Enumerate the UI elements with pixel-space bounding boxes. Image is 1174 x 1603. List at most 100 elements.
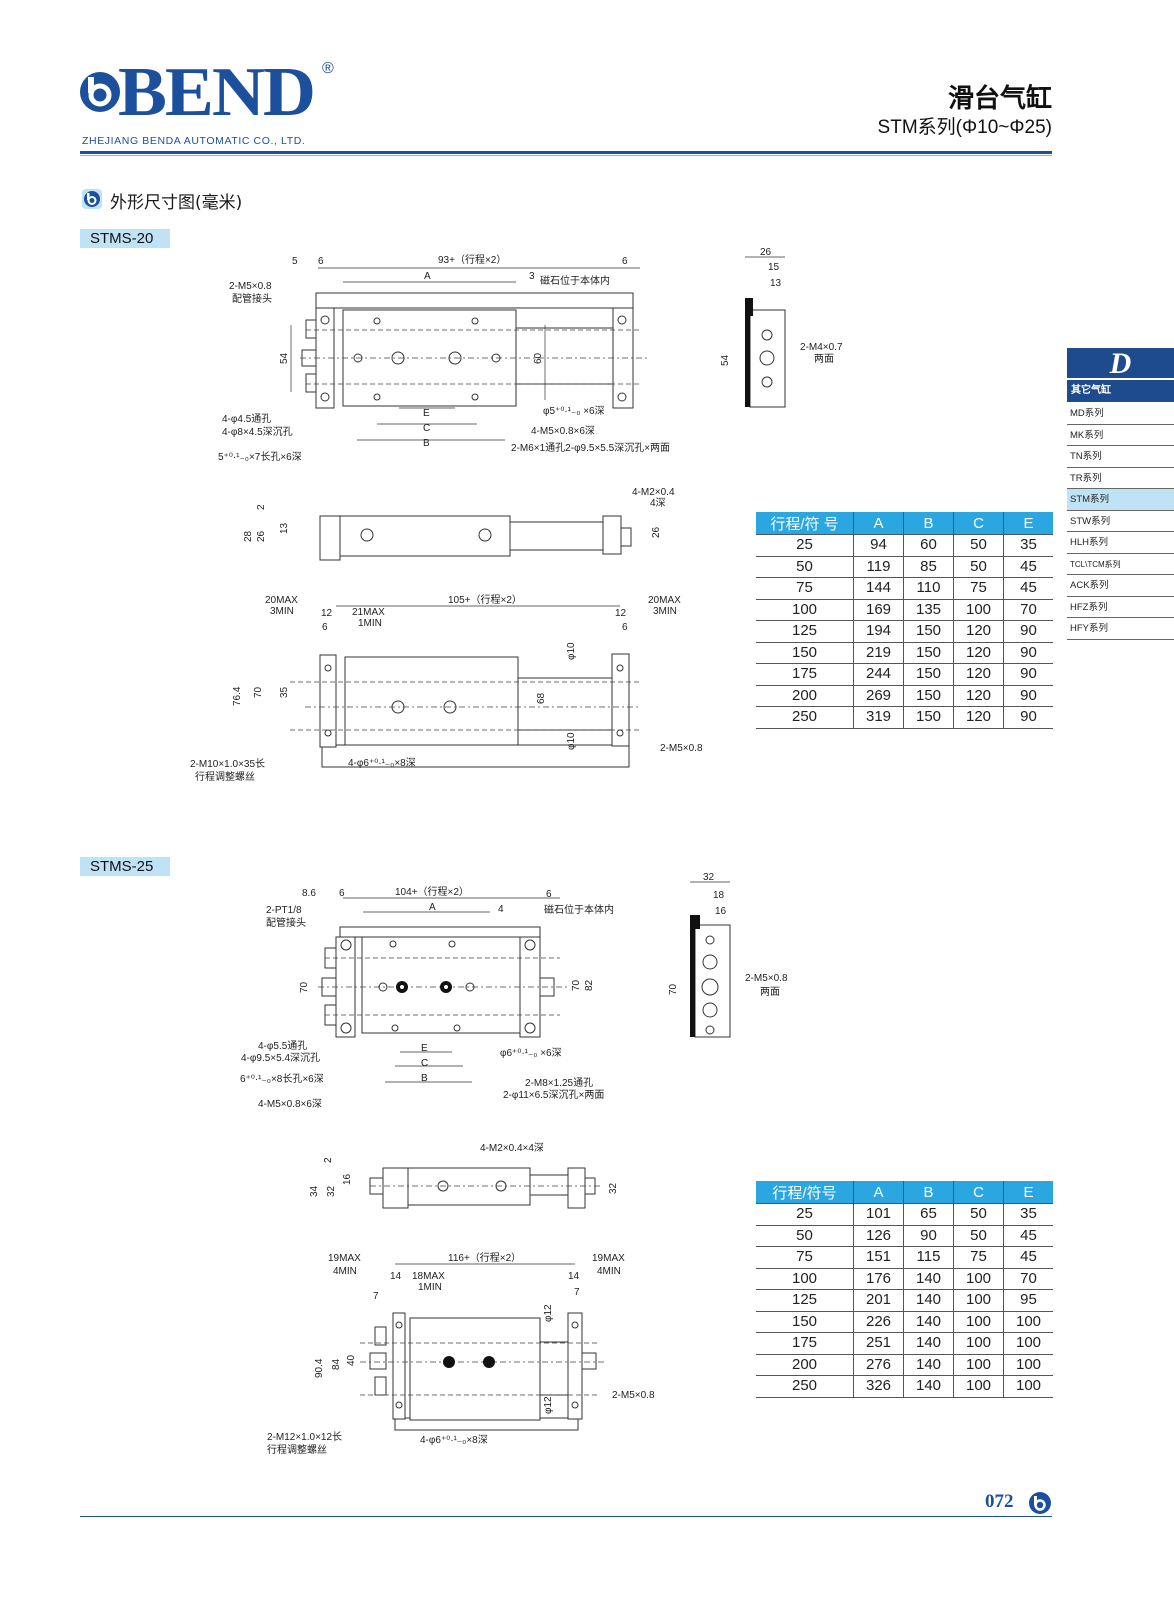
model-tag-stms-25: STMS-25 bbox=[80, 857, 170, 876]
table-cell: 150 bbox=[903, 641, 954, 664]
series-nav-item-stw[interactable]: STW系列 bbox=[1067, 511, 1174, 532]
dimension-label: 82 bbox=[584, 979, 595, 991]
table-cell: 150 bbox=[903, 706, 954, 729]
table-cell: 75 bbox=[756, 1246, 854, 1268]
stms-20-side-view: 2 28 26 13 4-M2×0.44深 26 bbox=[243, 487, 675, 561]
series-nav-item-hfz[interactable]: HFZ系列 bbox=[1067, 597, 1174, 618]
dimension-label: 2-M4×0.7 bbox=[800, 342, 843, 353]
dimension-label: 两面 bbox=[814, 354, 834, 365]
dimension-label: 2-M12×1.0×12长 bbox=[267, 1431, 342, 1443]
table-cell: 140 bbox=[903, 1289, 954, 1311]
company-name: ZHEJIANG BENDA AUTOMATIC CO., LTD. bbox=[82, 135, 306, 147]
dimension-label: 28 bbox=[243, 530, 254, 542]
table-cell: 269 bbox=[853, 684, 904, 707]
dimension-label: 8.6 bbox=[302, 888, 316, 899]
dimension-label: C bbox=[421, 1058, 428, 1069]
dimension-label: 6 bbox=[546, 889, 552, 900]
series-nav-item-tr[interactable]: TR系列 bbox=[1067, 468, 1174, 489]
page-number: 072 bbox=[985, 1491, 1014, 1512]
chapter-letter: D bbox=[1067, 348, 1174, 380]
table-cell: 50 bbox=[756, 1224, 854, 1247]
table-cell: 75 bbox=[953, 1246, 1004, 1268]
table-cell: 50 bbox=[953, 555, 1004, 578]
column-header: A bbox=[853, 512, 904, 535]
logo-mark-icon bbox=[80, 72, 120, 112]
table-cell: 100 bbox=[756, 1267, 854, 1290]
footer-divider bbox=[80, 1516, 1052, 1517]
dimension-label: 2-M5×0.8 bbox=[612, 1390, 655, 1401]
dimension-label: 93+（行程×2） bbox=[438, 253, 506, 266]
dimension-label: 6 bbox=[622, 622, 628, 633]
series-nav-item-tcl-tcm[interactable]: TCL\TCM系列 bbox=[1067, 554, 1174, 575]
dimension-label: φ12 bbox=[543, 1304, 554, 1322]
dimension-label: 3MIN bbox=[653, 606, 677, 617]
table-cell: 126 bbox=[853, 1224, 904, 1247]
table-cell: 150 bbox=[903, 684, 954, 707]
dimension-label: E bbox=[421, 1043, 428, 1054]
table-cell: 45 bbox=[1003, 577, 1053, 599]
table-cell: 70 bbox=[1003, 1267, 1053, 1290]
registered-mark: ® bbox=[322, 60, 334, 77]
table-cell: 201 bbox=[853, 1289, 904, 1311]
series-nav-item-md[interactable]: MD系列 bbox=[1067, 403, 1174, 425]
series-nav-item-tn[interactable]: TN系列 bbox=[1067, 446, 1174, 468]
table-cell: 115 bbox=[903, 1246, 954, 1268]
dimension-label: 16 bbox=[715, 906, 727, 917]
dimension-label: E bbox=[423, 408, 430, 419]
table-cell: 144 bbox=[853, 577, 904, 599]
table-cell: 150 bbox=[903, 620, 954, 642]
series-nav-item-stm[interactable]: STM系列 bbox=[1067, 489, 1174, 511]
dimension-label: 104+（行程×2） bbox=[395, 885, 469, 898]
dimension-label: 60 bbox=[533, 352, 544, 364]
table-cell: 151 bbox=[853, 1246, 904, 1268]
series-nav-item-ack[interactable]: ACK系列 bbox=[1067, 575, 1174, 597]
dimension-label: φ6⁺⁰·¹₋₀ ×6深 bbox=[500, 1047, 562, 1059]
table-cell: 65 bbox=[903, 1203, 954, 1225]
table-cell: 120 bbox=[953, 620, 1004, 642]
table-cell: 90 bbox=[1003, 620, 1053, 642]
series-nav-item-hfy[interactable]: HFY系列 bbox=[1067, 618, 1174, 640]
table-cell: 276 bbox=[853, 1353, 904, 1376]
dimension-label: 2-φ11×6.5深沉孔×两面 bbox=[503, 1088, 604, 1101]
dimension-label: 4深 bbox=[650, 497, 666, 509]
table-cell: 35 bbox=[1003, 1203, 1053, 1225]
table-cell: 176 bbox=[853, 1267, 904, 1290]
table-cell: 100 bbox=[1003, 1353, 1053, 1376]
column-header: B bbox=[903, 512, 954, 535]
table-cell: 125 bbox=[756, 620, 854, 642]
model-tag-stms-20: STMS-20 bbox=[80, 229, 170, 248]
dimension-label: 26 bbox=[760, 247, 772, 258]
dimension-label: 配管接头 bbox=[266, 916, 306, 929]
table-cell: 150 bbox=[903, 663, 954, 685]
table-cell: 120 bbox=[953, 663, 1004, 685]
series-nav-item-mk[interactable]: MK系列 bbox=[1067, 425, 1174, 446]
dimension-label: 4-M5×0.8×6深 bbox=[258, 1098, 322, 1110]
table-cell: 25 bbox=[756, 1203, 854, 1225]
dimension-label: 2-M5×0.8 bbox=[745, 973, 788, 984]
table-cell: 100 bbox=[953, 1289, 1004, 1311]
table-cell: 140 bbox=[903, 1353, 954, 1376]
column-header: A bbox=[853, 1181, 904, 1204]
table-cell: 45 bbox=[1003, 1224, 1053, 1247]
column-header: C bbox=[953, 1181, 1004, 1204]
header-divider bbox=[80, 151, 1052, 154]
dimension-label: φ10 bbox=[566, 732, 577, 750]
table-cell: 100 bbox=[756, 598, 854, 621]
dimension-label: 70 bbox=[299, 981, 310, 993]
column-header: 行程/符号 bbox=[756, 1181, 854, 1204]
table-cell: 250 bbox=[756, 706, 854, 729]
dimension-label: A bbox=[429, 902, 436, 913]
series-nav-item-hlh[interactable]: HLH系列 bbox=[1067, 532, 1174, 554]
dimension-label: 12 bbox=[615, 608, 627, 619]
dimension-label: 54 bbox=[279, 352, 290, 364]
dimension-label: 90.4 bbox=[314, 1358, 325, 1378]
dimension-label: 2-PT1/8 bbox=[266, 905, 302, 916]
